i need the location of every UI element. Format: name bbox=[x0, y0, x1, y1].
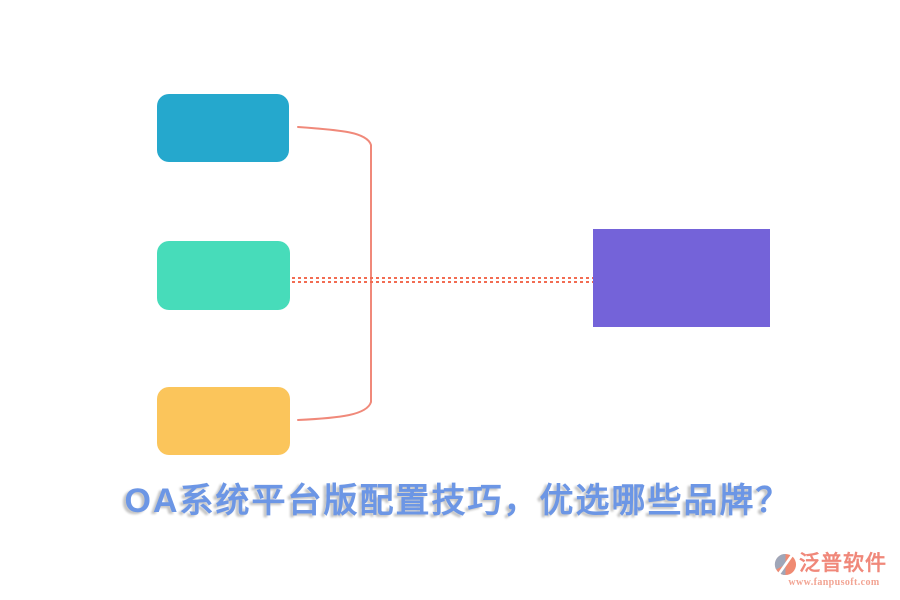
brand-logo-icon bbox=[774, 551, 797, 577]
node-result-box bbox=[593, 229, 770, 327]
dashed-link-line-bottom bbox=[292, 281, 593, 283]
brand-url: www.fanpusoft.com bbox=[788, 577, 880, 588]
dashed-link-line-top bbox=[292, 277, 593, 279]
page-title: OA系统平台版配置技巧，优选哪些品牌？ bbox=[124, 482, 792, 520]
node-top-box bbox=[157, 94, 289, 162]
brand-watermark: 泛普软件 www.fanpusoft.com bbox=[774, 551, 894, 588]
brand-name: 泛普软件 bbox=[799, 552, 887, 575]
node-bottom-box bbox=[157, 387, 290, 455]
connector-curve bbox=[297, 126, 372, 421]
node-middle-box bbox=[157, 241, 290, 310]
